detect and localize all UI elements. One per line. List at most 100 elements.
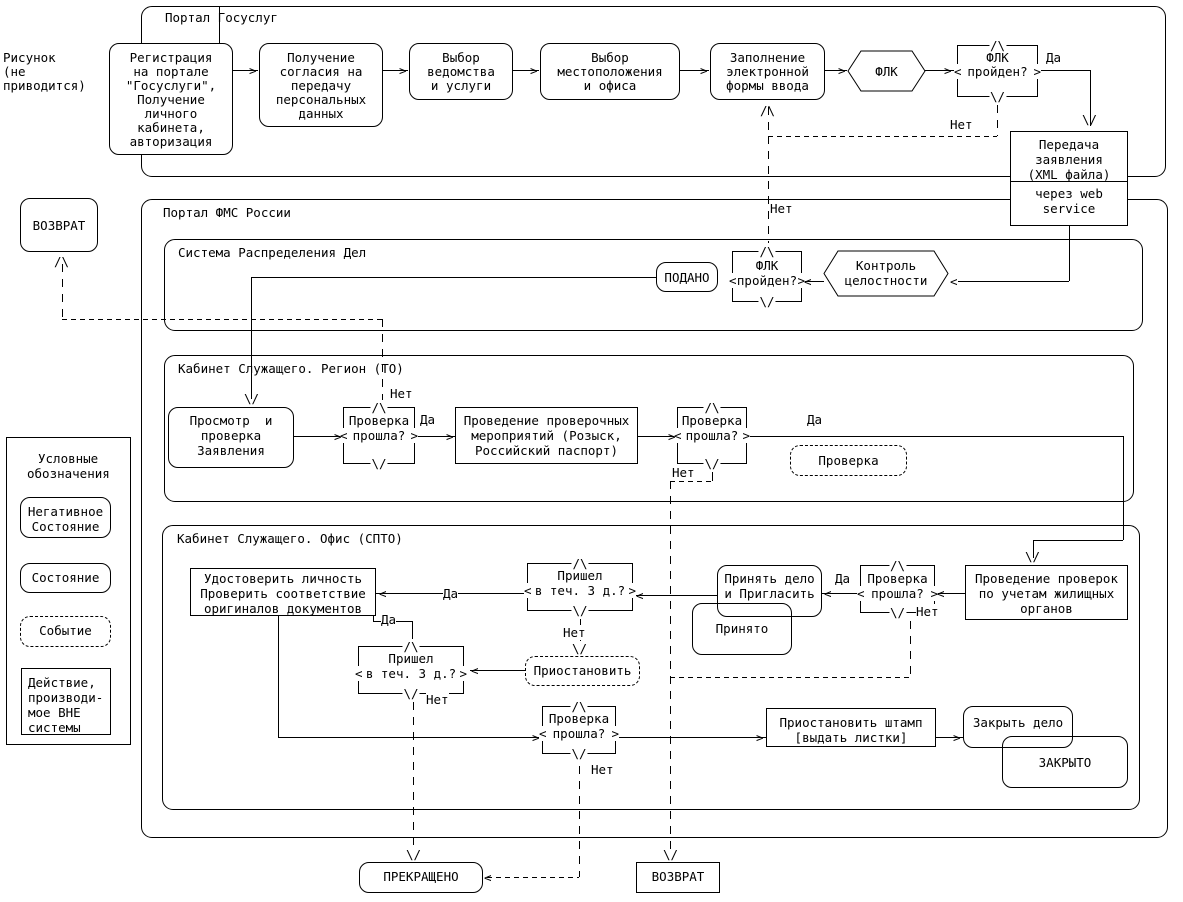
- node-flk-proiden-label: пройден?: [967, 64, 1028, 79]
- node-priostanovit-shtamp: Приостановить штамп[выдать листки]: [766, 708, 936, 747]
- node-prishel2-right-notch: >: [459, 666, 467, 681]
- edge-priostanovit-prishel2: [470, 670, 525, 671]
- node-kontrol-label: целостности: [844, 273, 928, 288]
- node-prishel2-label: в теч. 3 д.?: [365, 666, 457, 681]
- arrowhead-right-icon: >: [700, 63, 708, 78]
- arrowhead-right-icon: >: [953, 730, 961, 745]
- legend-sostoyanie: Состояние: [20, 563, 111, 593]
- node-prishel2-bottom-vertex: \/: [402, 686, 420, 701]
- node-priostanovit-label: Приостановить: [533, 663, 632, 678]
- edge-net-proverka3: [910, 621, 911, 677]
- arrowhead-right-icon: >: [334, 429, 342, 444]
- node-kontrol-label: Контроль: [855, 258, 917, 273]
- edge-net-vozvrat-top: [382, 319, 383, 400]
- edge-net-zapolnenie: [768, 136, 997, 137]
- node-prosmotr-label: Просмотр и: [189, 413, 273, 428]
- node-flk-proiden-label: ФЛК: [986, 50, 1009, 65]
- node-vybor-vedomstva-label: и услуги: [430, 78, 492, 93]
- edge-da-proverok: [1033, 540, 1123, 541]
- node-registraciya-label: личного: [144, 106, 198, 121]
- edge-web-kontrol: [958, 281, 1069, 282]
- node-proverka3-right-notch: >: [930, 586, 938, 601]
- node-vybor-mesta-label: и офиса: [583, 78, 637, 93]
- label-da: Да: [1046, 50, 1062, 65]
- node-prishel2-label: Пришел: [388, 651, 434, 666]
- node-proverka1-left-notch: <: [340, 428, 348, 443]
- node-soglasie-label: персональных: [275, 92, 367, 107]
- edge-udost-proverka4: [278, 616, 279, 737]
- label-net: Нет: [770, 201, 793, 216]
- arrowhead-left-icon: <: [484, 870, 492, 885]
- edge-mesto-zapolnenie: [680, 70, 709, 71]
- node-vybor-mesta-label: местоположения: [557, 64, 663, 79]
- arrowhead-left-icon: <: [824, 586, 832, 601]
- edge-vedomstvo-mesto: [513, 70, 539, 71]
- node-proverka1-top-vertex: /\: [370, 400, 388, 415]
- label-net: Нет: [390, 386, 413, 401]
- node-prishel1-left-notch: <: [524, 583, 532, 598]
- node-vozvrat-top-label: ВОЗВРАТ: [32, 218, 86, 233]
- node-registraciya-label: "Госуслуги",: [125, 78, 217, 93]
- arrowhead-left-icon: <: [937, 586, 945, 601]
- node-vybor-vedomstva-label: Выбор: [442, 50, 480, 65]
- node-zapolnenie-label: Заполнение: [729, 50, 806, 65]
- node-proverka2-right-notch: >: [742, 428, 750, 443]
- node-zakryt-delo: Закрыть дело: [963, 706, 1073, 748]
- edge-da-proverok: [1033, 540, 1034, 558]
- arrowhead-right-icon: >: [756, 730, 764, 745]
- edge-net-stub: [712, 472, 713, 481]
- node-flk2-proiden-left-notch: <: [729, 273, 737, 288]
- node-proverka4-top-vertex: /\: [570, 699, 588, 714]
- node-flk-proiden-right-notch: >: [1033, 64, 1041, 79]
- frame-sistema-raspredeleniya: [164, 239, 1143, 331]
- node-udostoverit-label: Проверить соответствие: [200, 586, 366, 601]
- label-da: Да: [381, 612, 397, 627]
- legend-deistvie-label: системы: [28, 720, 81, 735]
- edge-net-zapolnenie: [768, 107, 769, 136]
- node-soglasie-label: данных: [298, 106, 344, 121]
- node-zakryto: ЗАКРЫТО: [1002, 736, 1128, 788]
- edge-da-proverok: [747, 436, 1123, 437]
- arrowhead-right-icon: >: [399, 63, 407, 78]
- edge-flk-proiden: [925, 70, 956, 71]
- node-proverka3-left-notch: <: [857, 586, 865, 601]
- node-podano: ПОДАНО: [656, 262, 718, 292]
- label-net: Нет: [916, 604, 939, 619]
- label-da: Да: [443, 586, 459, 601]
- frame-kabinet-region: [164, 355, 1134, 502]
- legend-title-line: Условные: [38, 451, 99, 466]
- frame-portal-fms-title: Портал ФМС России: [163, 205, 291, 220]
- edge-net-vozvrat-top: [62, 319, 382, 320]
- arrowhead-up-icon: /\: [760, 103, 776, 118]
- node-proverka3-label: Проверка: [867, 571, 928, 586]
- node-prekrashcheno: ПРЕКРАЩЕНО: [359, 862, 483, 893]
- node-vozvrat-bottom: ВОЗВРАТ: [636, 862, 720, 893]
- node-zakryt-delo-label: Закрыть дело: [972, 715, 1064, 730]
- edge-soglasie-vedomstvo: [383, 70, 408, 71]
- node-proverka1-label: Проверка: [348, 413, 410, 428]
- node-kontrol: [823, 250, 949, 297]
- node-prinyat-label: Принять дело: [724, 571, 815, 586]
- edge-da-peredacha: [1090, 70, 1091, 126]
- node-registraciya-label: кабинета,: [137, 120, 205, 135]
- edge-web-kontrol: [1069, 226, 1070, 281]
- node-flk: [847, 50, 926, 92]
- frame-kabinet-region-title: Кабинет Служащего. Регион (ТО): [178, 361, 404, 376]
- node-proverka3-bottom-vertex: \/: [888, 605, 907, 620]
- edge-net-proverka4: [487, 877, 579, 878]
- arrowhead-down-icon: \/: [572, 641, 588, 656]
- edge-net-proverka4: [579, 766, 580, 877]
- node-flk-label: ФЛК: [875, 64, 898, 79]
- node-proverka2-top-vertex: /\: [703, 400, 721, 415]
- edge-da-prishel2-up: [412, 621, 413, 643]
- label-net: Нет: [672, 465, 695, 480]
- label-net: Нет: [950, 117, 973, 132]
